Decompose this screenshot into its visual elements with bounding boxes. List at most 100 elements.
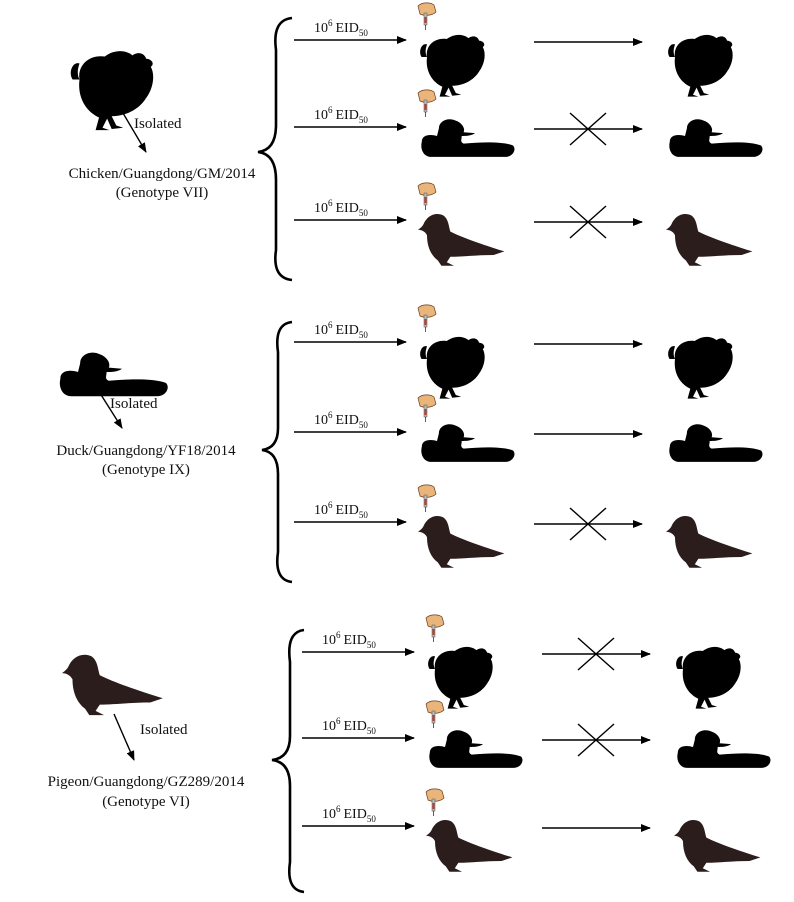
dose-base: 10 — [314, 108, 328, 123]
cross-icon — [569, 205, 607, 239]
syringe-hand-icon — [417, 2, 437, 30]
isolated-arrow — [119, 107, 147, 153]
dose-subscript: 50 — [359, 28, 369, 38]
dose-base: 10 — [322, 807, 336, 822]
dose-subscript: 50 — [359, 208, 369, 218]
curly-brace — [261, 320, 293, 584]
dose-exponent: 6 — [328, 105, 333, 115]
curly-brace — [271, 628, 305, 894]
dose-base: 10 — [314, 201, 328, 216]
duck-icon — [677, 730, 771, 768]
dose-unit: EID — [344, 807, 367, 822]
strain-name: Pigeon/Guangdong/GZ289/2014 — [48, 774, 245, 790]
dose-base: 10 — [314, 21, 328, 36]
dose-exponent: 6 — [336, 804, 341, 814]
cross-icon — [577, 637, 615, 671]
curly-brace — [257, 16, 293, 282]
strain-name: Duck/Guangdong/YF18/2014 — [56, 443, 236, 459]
chicken-icon — [676, 646, 741, 709]
pigeon-icon — [666, 214, 753, 266]
chicken-icon — [420, 34, 485, 97]
strain-genotype: (Genotype VI) — [102, 794, 190, 810]
isolated-label: Isolated — [140, 722, 188, 738]
pigeon-icon — [418, 214, 505, 266]
group-pigeon-isolate: Isolated Pigeon/Guangdong/GZ289/2014 (Ge… — [48, 614, 771, 894]
syringe-hand-icon — [417, 394, 437, 422]
isolated-arrow — [97, 389, 123, 429]
dose-unit: EID — [336, 323, 359, 338]
group-chicken-isolate: Isolated Chicken/Guangdong/GM/2014 (Geno… — [69, 2, 763, 282]
strain-name: Chicken/Guangdong/GM/2014 — [69, 166, 256, 182]
dose-exponent: 6 — [328, 500, 333, 510]
duck-icon — [421, 119, 515, 157]
syringe-hand-icon — [425, 614, 445, 642]
duck-icon — [669, 119, 763, 157]
dose-subscript: 50 — [367, 814, 377, 824]
dose-base: 10 — [322, 633, 336, 648]
dose-unit: EID — [336, 503, 359, 518]
syringe-hand-icon — [425, 788, 445, 816]
syringe-hand-icon — [425, 700, 445, 728]
dose-unit: EID — [336, 201, 359, 216]
cross-icon — [569, 112, 607, 146]
chicken-icon — [668, 336, 733, 399]
isolated-label: Isolated — [110, 396, 158, 412]
dose-unit: EID — [336, 21, 359, 36]
cross-icon — [569, 507, 607, 541]
chicken-icon — [668, 34, 733, 97]
pigeon-icon — [674, 820, 761, 872]
chicken-icon — [70, 51, 154, 131]
dose-exponent: 6 — [328, 410, 333, 420]
duck-icon — [59, 352, 168, 397]
dose-subscript: 50 — [367, 640, 377, 650]
strain-genotype: (Genotype IX) — [102, 462, 190, 478]
syringe-hand-icon — [417, 304, 437, 332]
dose-exponent: 6 — [328, 320, 333, 330]
dose-exponent: 6 — [336, 630, 341, 640]
dose-base: 10 — [322, 719, 336, 734]
dose-unit: EID — [336, 413, 359, 428]
pigeon-icon — [426, 820, 513, 872]
chicken-icon — [428, 646, 493, 709]
dose-subscript: 50 — [359, 510, 369, 520]
syringe-hand-icon — [417, 182, 437, 210]
group-duck-isolate: Isolated Duck/Guangdong/YF18/2014 (Genot… — [56, 304, 763, 584]
dose-base: 10 — [314, 503, 328, 518]
duck-icon — [421, 424, 515, 462]
pigeon-icon — [666, 516, 753, 568]
dose-subscript: 50 — [359, 420, 369, 430]
syringe-hand-icon — [417, 89, 437, 117]
dose-exponent: 6 — [328, 198, 333, 208]
dose-base: 10 — [314, 323, 328, 338]
isolated-label: Isolated — [134, 116, 182, 132]
pigeon-icon — [418, 516, 505, 568]
chicken-icon — [420, 336, 485, 399]
dose-exponent: 6 — [328, 18, 333, 28]
syringe-hand-icon — [417, 484, 437, 512]
dose-exponent: 6 — [336, 716, 341, 726]
dose-unit: EID — [336, 108, 359, 123]
dose-subscript: 50 — [367, 726, 377, 736]
dose-subscript: 50 — [359, 115, 369, 125]
dose-base: 10 — [314, 413, 328, 428]
isolated-arrow — [113, 713, 135, 761]
